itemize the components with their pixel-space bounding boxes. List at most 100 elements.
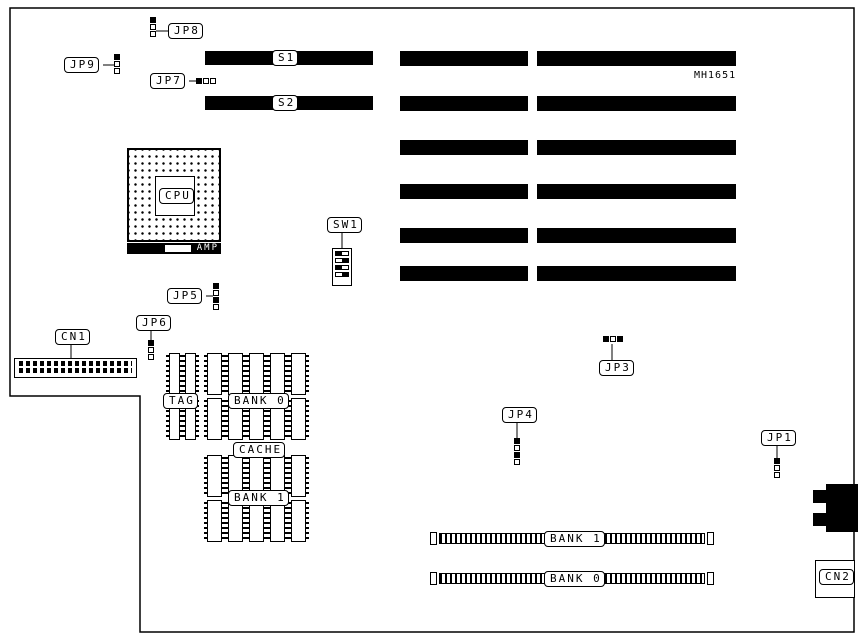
cpu-socket [127,148,221,242]
part-number: MH1651 [694,70,737,81]
cache-bank0-label: BANK 0 [228,393,289,409]
jumper-pin [774,458,780,464]
expansion-slot [537,184,736,199]
cache-chip [246,500,267,542]
keyboard-connector-pin [813,490,827,503]
jumper-pin [148,354,154,360]
cache-chip [288,398,309,440]
jumper-pin [148,347,154,353]
expansion-slot [537,266,736,281]
jumper-pin [213,283,219,289]
cn1-label: CN1 [55,329,90,345]
jp9-jumper [114,54,120,74]
s1-label: S1 [272,50,299,66]
tag-chip [166,353,183,395]
jumper-pin [617,336,623,342]
amp-bar-gap [165,245,191,252]
leader-lines [70,30,778,458]
cache-chip [267,500,288,542]
jp8-label: JP8 [168,23,203,39]
cache-chip [225,353,246,395]
expansion-slot [537,228,736,243]
s2-label: S2 [272,95,299,111]
cache-bank1-label: BANK 1 [228,490,289,506]
simm-clip [430,572,437,585]
jumper-pin [203,78,209,84]
jumper-pin [150,24,156,30]
jp6-label: JP6 [136,315,171,331]
simm-bank0-label: BANK 0 [544,571,605,587]
jp7-label: JP7 [150,73,185,89]
jp3-jumper [603,336,623,342]
cache-chip [225,500,246,542]
cn1-pin-row [19,361,132,366]
cn2-label: CN2 [819,569,854,585]
jumper-pin [196,78,202,84]
jp8-jumper [150,17,156,37]
jumper-pin [148,340,154,346]
jumper-pin [213,290,219,296]
jumper-pin [774,472,780,478]
cn1-connector [14,358,137,378]
expansion-slot [400,266,528,281]
cache-chip [267,353,288,395]
keyboard-connector [826,484,858,532]
jp3-label: JP3 [599,360,634,376]
dip-switch-position [335,258,349,263]
tag-chip [182,353,199,395]
cache-chip [288,353,309,395]
simm-clip [707,572,714,585]
expansion-slot [400,228,528,243]
expansion-slot [537,96,736,111]
dip-switch-position [335,272,349,277]
jp1-label: JP1 [761,430,796,446]
jumper-pin [514,438,520,444]
jumper-pin [514,445,520,451]
amp-label: AMP [196,243,219,253]
expansion-slot [400,51,528,66]
expansion-slot [400,140,528,155]
keyboard-connector-pin [813,513,827,526]
dip-switch-position [335,251,349,256]
tag-label: TAG [163,393,198,409]
expansion-slot [400,184,528,199]
cache-chip [288,500,309,542]
jp5-label: JP5 [167,288,202,304]
cache-chip [246,353,267,395]
dip-switch-position [335,265,349,270]
expansion-slot [400,96,528,111]
jp6-jumper [148,340,154,360]
cn1-pin-row [19,368,132,373]
simm-clip [430,532,437,545]
cache-chip [204,398,225,440]
expansion-slot [537,51,736,66]
jumper-pin [114,54,120,60]
cache-chip [288,455,309,497]
jumper-pin [150,31,156,37]
cache-chip [204,455,225,497]
jumper-pin [213,297,219,303]
jumper-pin [213,304,219,310]
jumper-pin [150,17,156,23]
jp5-jumper [213,283,219,310]
jp9-label: JP9 [64,57,99,73]
cache-chip [204,353,225,395]
cache-label: CACHE [233,442,286,458]
expansion-slot [537,140,736,155]
sw1-label: SW1 [327,217,362,233]
simm-bank1-label: BANK 1 [544,531,605,547]
jumper-pin [114,68,120,74]
jumper-pin [774,465,780,471]
amp-bar: AMP [127,243,221,254]
jp4-jumper [514,438,520,465]
jp1-jumper [774,458,780,478]
jp7-jumper [196,78,216,84]
cache-chip [204,500,225,542]
jumper-pin [603,336,609,342]
sw1-dip-switch [332,248,352,286]
jumper-pin [114,61,120,67]
jumper-pin [210,78,216,84]
cpu-label: CPU [159,188,194,204]
